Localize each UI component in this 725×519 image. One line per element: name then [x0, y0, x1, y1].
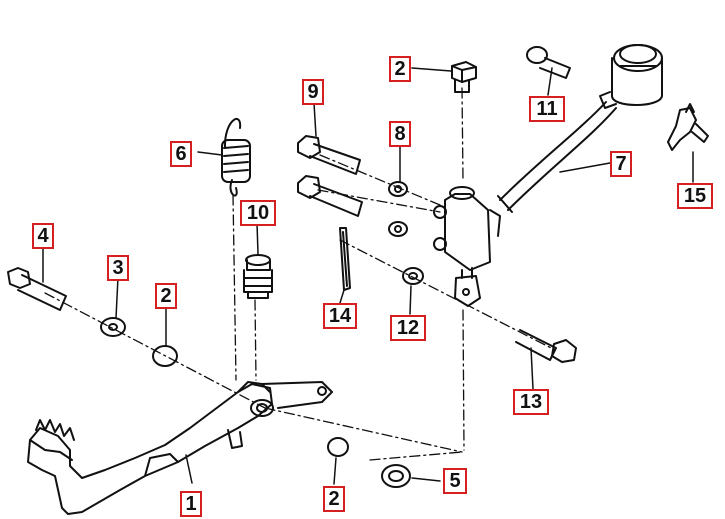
bolt-11 [526, 46, 571, 79]
brake-pedal [27, 381, 333, 515]
callout-12: 12 [390, 315, 426, 341]
pin-14 [339, 227, 351, 291]
clip-15 [667, 103, 709, 151]
callout-7: 7 [610, 151, 632, 177]
reservoir-and-hose [497, 44, 663, 213]
o-ring-mid [152, 345, 178, 367]
callout-2-upper: 2 [389, 56, 411, 82]
washer-5 [381, 464, 411, 488]
fitting-10 [243, 254, 273, 299]
o-ring-lower [327, 437, 349, 457]
callout-14: 14 [323, 303, 357, 329]
callout-2-middle: 2 [155, 283, 177, 309]
washer-3 [100, 317, 126, 337]
washer-12 [402, 267, 424, 285]
bolt-upper [451, 61, 477, 93]
callout-4: 4 [32, 223, 54, 249]
callout-3: 3 [107, 255, 129, 281]
callout-8: 8 [389, 121, 411, 147]
leader-lines [42, 67, 694, 485]
bolt-4 [7, 267, 67, 311]
washers-8 [388, 181, 408, 237]
return-spring [221, 117, 251, 197]
master-cylinder [433, 186, 501, 307]
banjo-bolts-9 [297, 135, 363, 217]
callout-10: 10 [240, 200, 276, 226]
callout-11: 11 [529, 96, 565, 122]
callout-6: 6 [170, 141, 192, 167]
callout-1: 1 [180, 491, 202, 517]
callout-2-lower: 2 [323, 486, 345, 512]
bolt-13 [515, 329, 577, 363]
callout-5: 5 [443, 468, 467, 494]
callout-9: 9 [302, 79, 324, 105]
callout-13: 13 [513, 389, 549, 415]
callout-15: 15 [677, 183, 713, 209]
